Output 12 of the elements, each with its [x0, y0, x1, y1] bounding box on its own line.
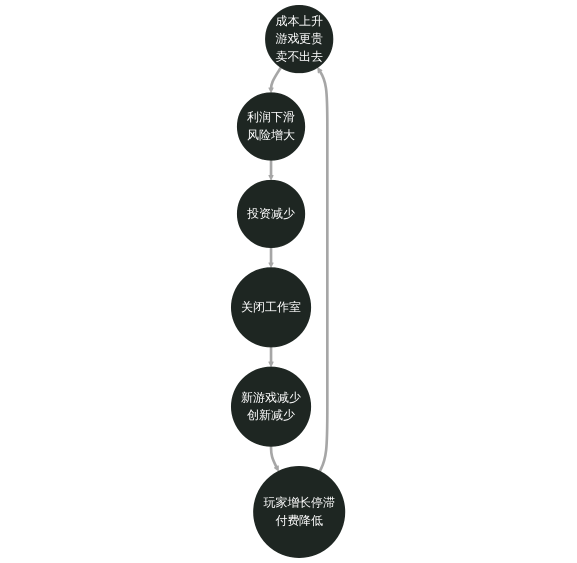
arrow	[268, 248, 274, 268]
node-circle: 新游戏减少 创新减少	[231, 366, 312, 447]
node-circle: 成本上升 游戏更贵 卖不出去	[265, 4, 334, 74]
arrow	[268, 160, 274, 180]
node-circle: 利润下滑 风险增大	[237, 92, 306, 161]
arrow	[318, 67, 330, 472]
arrow	[270, 446, 280, 472]
node-circle: 玩家增长停滞 付费降低	[254, 466, 346, 558]
node-circle: 关闭工作室	[231, 267, 312, 348]
arrow	[268, 66, 282, 93]
arrow	[268, 347, 274, 368]
node-circle: 投资减少	[237, 180, 306, 248]
